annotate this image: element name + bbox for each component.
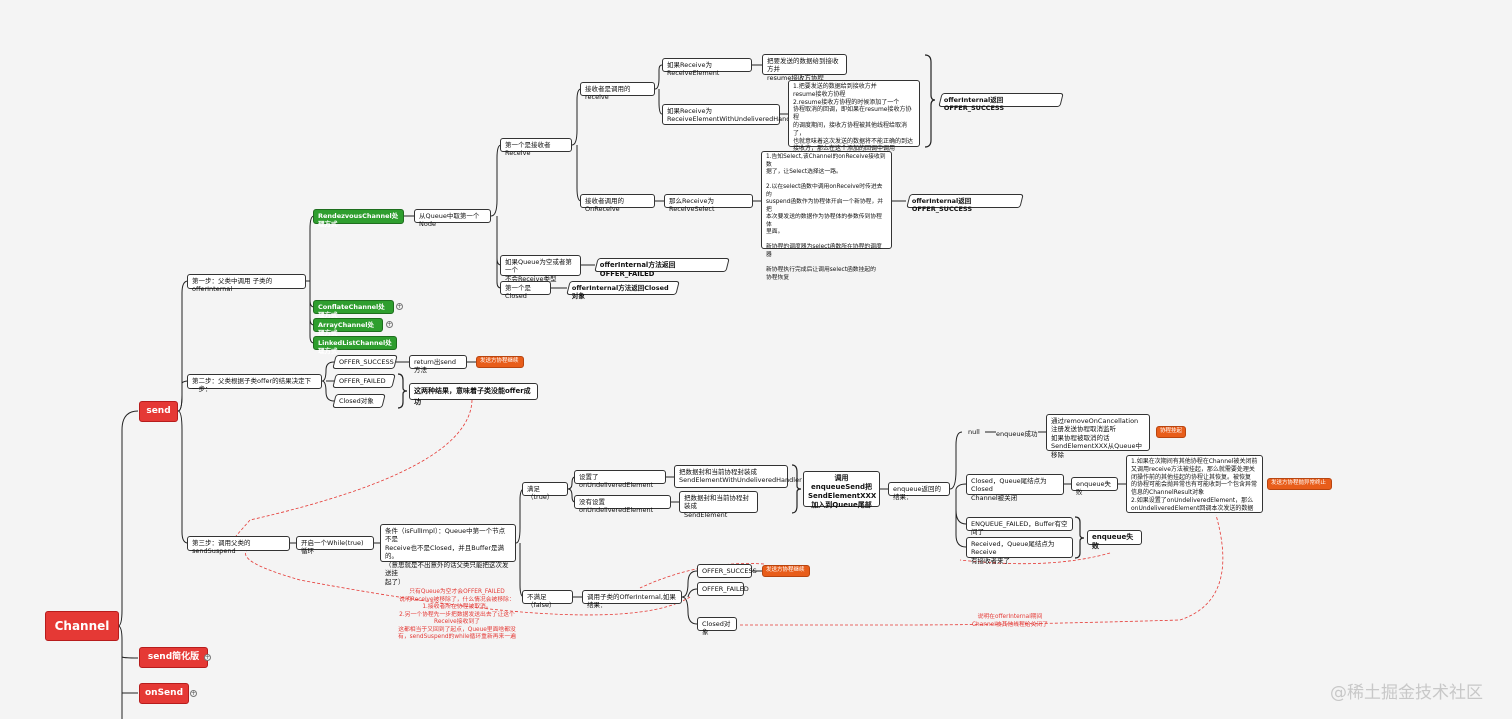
receive-element-node[interactable]: 如果Receive为ReceiveElement [662, 58, 752, 77]
root-node-channel[interactable]: Channel [45, 611, 119, 641]
wrap-undelivered-node: 把数据封和当前协程封装成 SendElementWithUndeliveredH… [674, 465, 802, 488]
expand-conflate-icon[interactable]: + [396, 303, 403, 310]
r-closed-node[interactable]: Closed对象 [697, 617, 737, 636]
step2-offer-success-text: OFFER_SUCCESS [338, 358, 394, 366]
node-send[interactable]: send [139, 401, 178, 422]
two-results-note: 这两种结果，意味着子类没能offer成功 [409, 383, 538, 406]
expand-onsend-icon[interactable]: + [190, 690, 197, 697]
closed-desc: 1.如果在次期间有其他协程在Channel被关闭前 又调用receive方法被挂… [1126, 455, 1263, 513]
true-branch-node[interactable]: 满足（true） [522, 482, 568, 501]
offer-failed-note-text: offerInternal方法返回 OFFER_FAILED [599, 261, 676, 278]
step2-offer-failed-text: OFFER_FAILED [338, 377, 386, 385]
step2-offer-success[interactable]: OFFER_SUCCESS [332, 355, 398, 369]
false-branch-node[interactable]: 不满足（false） [522, 590, 573, 609]
resume-exception-tag: 发送方协程抛异常终止 [1267, 478, 1332, 490]
step2-closed[interactable]: Closed对象 [332, 394, 386, 408]
receiver-onreceive-node[interactable]: 接收者调用的OnReceive [580, 194, 655, 213]
node-send-simple[interactable]: send简化版 [139, 647, 208, 668]
suspended-tag: 协程挂起 [1156, 426, 1186, 438]
set-undelivered-node[interactable]: 设置了onUndeliveredElement [574, 470, 666, 489]
select-desc: 1.告知Select,该Channel的onReceive接收到数 据了，让Se… [761, 151, 892, 281]
step3-node[interactable]: 第三步：调用父类的sendSuspend [187, 536, 290, 555]
receive-undelivered-node[interactable]: 如果Receive为 ReceiveElementWithUndelivered… [662, 104, 796, 125]
node-onsend[interactable]: onSend [139, 683, 189, 704]
success-desc: 通过removeOnCancellation 注册发送协程取消监听 如果协程被取… [1046, 414, 1150, 459]
receive-element-desc: 把要发送的数据给到接收方并 resume接收方协程 [762, 54, 847, 82]
enqueue-result-node[interactable]: enqueue返回的结果： [888, 482, 950, 501]
conflate-node[interactable]: ConflateChannel处理方式 [313, 300, 394, 319]
expand-array-icon[interactable]: + [386, 321, 393, 328]
enqueue-failed-buffer-node[interactable]: ENQUEUE_FAILED，Buffer有空间了 [966, 517, 1073, 536]
array-node[interactable]: ArrayChannel处理方式 [313, 318, 383, 337]
receive-tail-node[interactable]: Received，Queue尾结点为Receive 有接收者来了 [966, 537, 1073, 565]
enqueue-fail-node[interactable]: enqueue失败 [1071, 477, 1118, 496]
receiver-receive-node[interactable]: 接收者是调用的receive [580, 82, 655, 101]
send-done-tag: 发送方协程继续 [476, 356, 524, 368]
first-closed-node[interactable]: 第一个是Closed [500, 281, 551, 300]
step2-node[interactable]: 第二步：父类根据子类offer的结果决定下一步： [187, 374, 322, 393]
condition-node[interactable]: 条件（isFullImpl）：Queue中第一个节点不是 Receive也不是C… [380, 524, 516, 586]
no-undelivered-node[interactable]: 没有设置onUndeliveredElement [574, 495, 671, 514]
r-success-tag: 发送方协程继续 [762, 565, 810, 577]
while-loop-node[interactable]: 开启一个While(true)循环 [296, 536, 374, 555]
rendezvous-node[interactable]: RendezvousChannel处理方式 [313, 209, 404, 228]
enqueue-fail-note: enqueue失败 [1087, 530, 1142, 550]
return-send-node[interactable]: return出send方法 [409, 355, 467, 374]
step1-node[interactable]: 第一步：父类中调用 子类的offerInternal [187, 274, 306, 293]
call-offer-node[interactable]: 调用子类的OfferInternal,如果结果： [582, 590, 682, 609]
closed-tail-node[interactable]: Closed，Queue尾结点为Closed Channel被关闭 [966, 474, 1064, 502]
step2-closed-text: Closed对象 [338, 397, 374, 405]
offer-failed-note: offerInternal方法返回 OFFER_FAILED [594, 258, 730, 278]
closed-object-note: offerInternal方法返回Closed对象 [566, 281, 680, 300]
r-failed-node[interactable]: OFFER_FAILED [697, 582, 749, 596]
linkedlist-node[interactable]: LinkedListChannel处理方式 [313, 336, 397, 355]
offer-success-note-2: offerInternal返回 OFFER_SUCCESS [906, 194, 1024, 213]
null-label: null [968, 428, 980, 436]
take-first-node[interactable]: 从Queue中取第一个Node [414, 209, 491, 228]
undelivered-desc: 1.把要发送的数据给到接收方并 resume接收方协程 2.resume接收方协… [788, 80, 920, 160]
watermark: @稀土掘金技术社区 [1330, 683, 1483, 703]
offer-success-note-1-text: offerInternal返回 OFFER_SUCCESS [943, 96, 1005, 113]
left-relationship-note: 只有Queue为空才会OFFER_FAILED 说明Receive被移除了，什么… [398, 589, 516, 641]
enqueue-success-label: enqueue成功 [996, 430, 1038, 438]
queue-empty-node[interactable]: 如果Queue为空或者第一个 不会Receive类型 [500, 255, 581, 283]
step2-offer-failed[interactable]: OFFER_FAILED [332, 374, 396, 388]
closed-object-note-text: offerInternal方法返回Closed对象 [571, 284, 669, 301]
first-is-receive-node[interactable]: 第一个是接收者Receive [500, 138, 572, 157]
offer-success-note-2-text: offerInternal返回 OFFER_SUCCESS [911, 197, 973, 214]
receive-select-node[interactable]: 那么Receive为ReceiveSelect [664, 194, 753, 213]
r-success-node[interactable]: OFFER_SUCCESS [697, 564, 757, 578]
enqueue-send-node[interactable]: 调用enqueueSend把 SendElementXXX 加入到Queue尾部 [803, 471, 880, 509]
right-relationship-note: 说明在offerInternal期间 Channel被其他线程给关闭了 [972, 614, 1048, 628]
wrap-element-node: 把数据封和当前协程封装成 SendElement [679, 491, 758, 519]
offer-success-note-1: offerInternal返回 OFFER_SUCCESS [938, 93, 1064, 112]
expand-send-simple-icon[interactable]: + [204, 654, 211, 661]
